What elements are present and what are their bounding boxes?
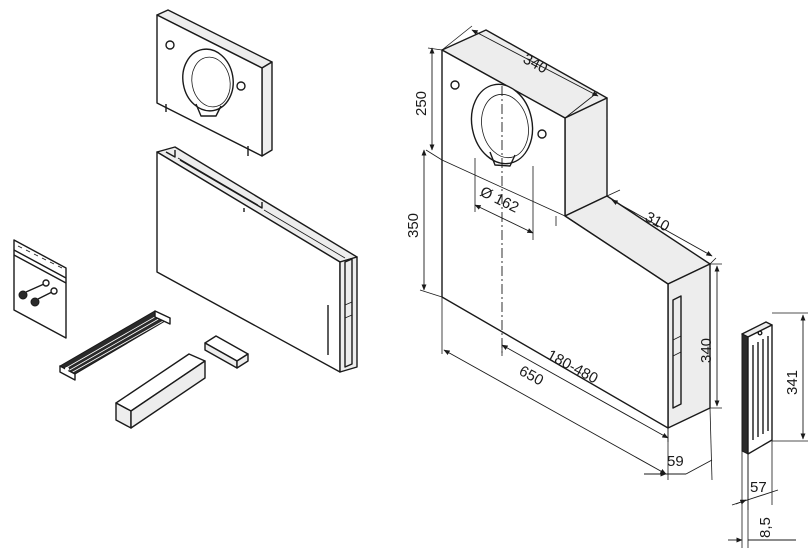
long-bar-part (115, 353, 206, 429)
dim-top-height: 250 (413, 47, 443, 161)
housing-box-part (156, 146, 358, 373)
dim-label-rail-height: 341 (784, 370, 801, 395)
dim-mid-height: 350 (405, 149, 443, 298)
slotted-rail-part (58, 310, 172, 381)
screw-bag-part (13, 239, 67, 339)
cover-plate-part (156, 9, 273, 157)
dim-rail-thickness: 8,5 (728, 451, 796, 548)
dim-depth: 59 (644, 407, 713, 481)
dim-label-total: 650 (516, 363, 546, 390)
dim-label-rail-width: 57 (750, 479, 767, 496)
dim-label-rail-thickness: 8,5 (757, 517, 774, 538)
dim-label-top-height: 250 (413, 91, 430, 116)
dim-rail-height: 341 (772, 312, 808, 442)
rail-part (741, 321, 773, 455)
dim-label-mid-height: 350 (405, 213, 422, 238)
dim-base-height: 340 (698, 263, 722, 409)
small-block-part (204, 335, 249, 369)
dim-label-depth: 59 (667, 453, 684, 470)
dim-label-base-height: 340 (698, 338, 715, 363)
